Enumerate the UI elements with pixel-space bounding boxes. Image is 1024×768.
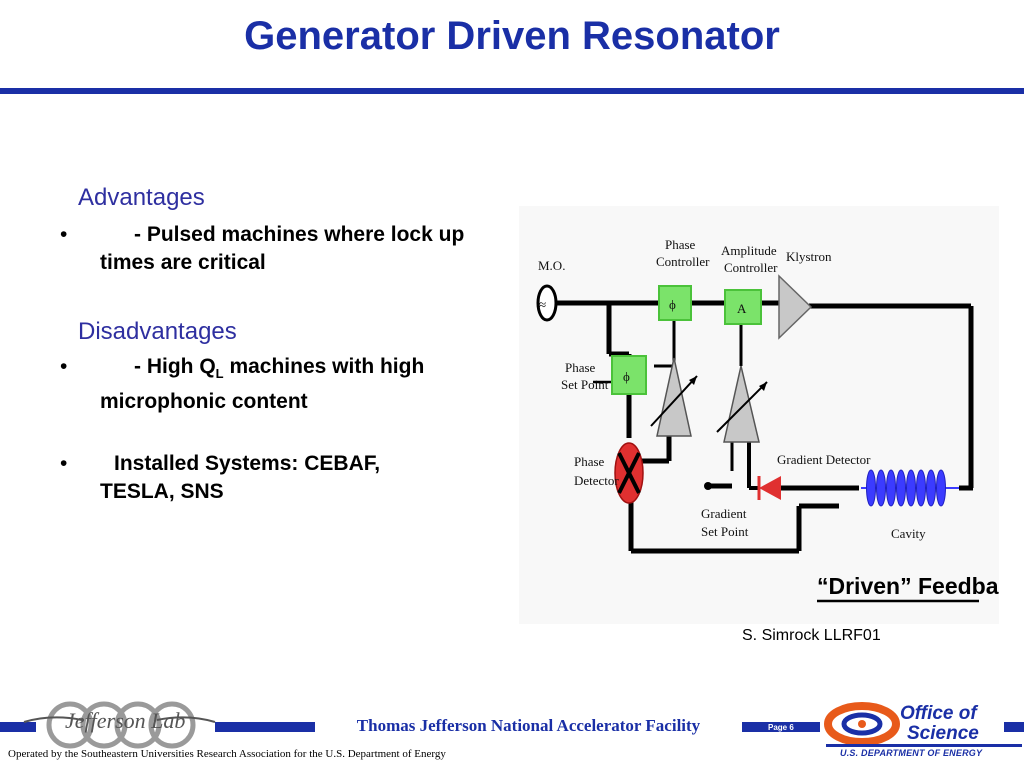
advantage-text: - Pulsed machines where lock up times ar…	[100, 223, 465, 274]
bullet-icon: •	[60, 355, 68, 378]
variable-gain-arrow	[650, 375, 698, 427]
label-gradient-detector: Gradient Detector	[777, 452, 871, 467]
label-phase-detector-line1: Phase	[574, 454, 605, 469]
bullet-icon: •	[60, 452, 68, 475]
label-amplitude-controller-line2: Controller	[724, 260, 778, 275]
cavity-cell	[886, 469, 896, 507]
footer-band	[215, 722, 315, 732]
disadvantage-text-start: - High Q	[134, 355, 216, 378]
bullet-icon: •	[60, 223, 68, 246]
cavity-icon	[861, 469, 959, 507]
facility-name: Thomas Jefferson National Accelerator Fa…	[356, 716, 701, 735]
cavity-cell	[926, 469, 936, 507]
arrow-head-icon	[759, 382, 767, 391]
cavity-cell	[936, 469, 946, 507]
oscillator-symbol: ≈	[539, 297, 546, 312]
gradient-set-point-node	[704, 482, 712, 490]
feedback-caption: “Driven” Feedback	[817, 573, 999, 599]
label-phase-controller-line1: Phase	[665, 237, 696, 252]
footer-band	[1004, 722, 1024, 732]
cavity-cell	[896, 469, 906, 507]
phase-set-point-symbol: ϕ	[623, 369, 630, 384]
klystron-icon	[778, 274, 813, 340]
diagram-svg: ≈ M.O. ϕ Phase Controller A Amplitude Co…	[536, 237, 999, 603]
label-gradient-set-point-line2: Set Point	[701, 524, 749, 539]
disadvantage-text: - High QL machines with high microphonic…	[100, 353, 480, 416]
jefferson-lab-logo	[23, 701, 216, 749]
mixer-cross	[617, 452, 641, 494]
logo-ring	[80, 701, 128, 749]
label-cavity: Cavity	[891, 526, 926, 541]
office-of-science-logo	[824, 702, 1022, 747]
amplitude-controller-box	[724, 289, 762, 325]
footer-band	[0, 722, 36, 732]
figure-credit: S. Simrock LLRF01	[742, 627, 881, 644]
phase-controller-box	[658, 285, 692, 321]
cavity-cell	[876, 469, 886, 507]
label-phase-detector-line2: Detector	[574, 473, 619, 488]
label-amplitude-controller-line1: Amplitude	[721, 243, 777, 258]
disadvantage-text-end: machines with high microphonic content	[100, 355, 425, 414]
variable-gain-arrow	[716, 381, 768, 433]
logo-swoosh	[23, 716, 83, 723]
phase-symbol: ϕ	[669, 297, 676, 312]
cavity-cell	[916, 469, 926, 507]
operated-by-text: Operated by the Southeastern Universitie…	[8, 748, 446, 760]
logo-swoosh	[156, 716, 216, 723]
logo-rule	[826, 744, 1022, 747]
office-of-text: Office of	[900, 703, 977, 724]
doe-text: U.S. DEPARTMENT OF ENERGY	[840, 748, 983, 758]
science-text: Science	[907, 723, 979, 744]
amplitude-symbol: A	[737, 301, 747, 316]
installed-systems-text: Installed Systems: CEBAF, TESLA, SNS	[100, 452, 381, 503]
oscillator-icon	[536, 284, 558, 322]
label-phase-controller-line2: Controller	[656, 254, 710, 269]
arrow-head-icon	[689, 376, 697, 385]
title-divider	[0, 88, 1024, 94]
phase-set-point-box	[611, 355, 647, 395]
slide-title: Generator Driven Resonator	[244, 14, 780, 58]
label-phase-set-point-line2: Set Point	[561, 377, 609, 392]
logo-ring	[46, 701, 94, 749]
phase-amplifier-icon	[656, 357, 692, 437]
feedback-diagram: ≈ M.O. ϕ Phase Controller A Amplitude Co…	[519, 206, 999, 624]
logo-core	[858, 720, 866, 728]
label-mo: M.O.	[538, 258, 565, 273]
label-klystron: Klystron	[786, 249, 832, 264]
q-subscript: L	[215, 366, 224, 382]
advantages-heading: Advantages	[78, 184, 205, 211]
logo-ring	[114, 701, 162, 749]
logo-ellipse	[824, 702, 900, 746]
logo-ellipse	[841, 712, 883, 736]
cavity-cell	[866, 469, 876, 507]
footer-band	[742, 722, 820, 732]
cavity-cell	[906, 469, 916, 507]
amplitude-amplifier-icon	[723, 365, 760, 443]
label-gradient-set-point-line1: Gradient	[701, 506, 747, 521]
gradient-detector-icon	[759, 476, 781, 500]
label-phase-set-point-line1: Phase	[565, 360, 596, 375]
disadvantages-heading: Disadvantages	[78, 318, 237, 345]
logo-ring	[148, 701, 196, 749]
jefferson-lab-wordmark: Jefferson Lab	[65, 708, 186, 733]
page-number: Page 6	[768, 723, 794, 732]
